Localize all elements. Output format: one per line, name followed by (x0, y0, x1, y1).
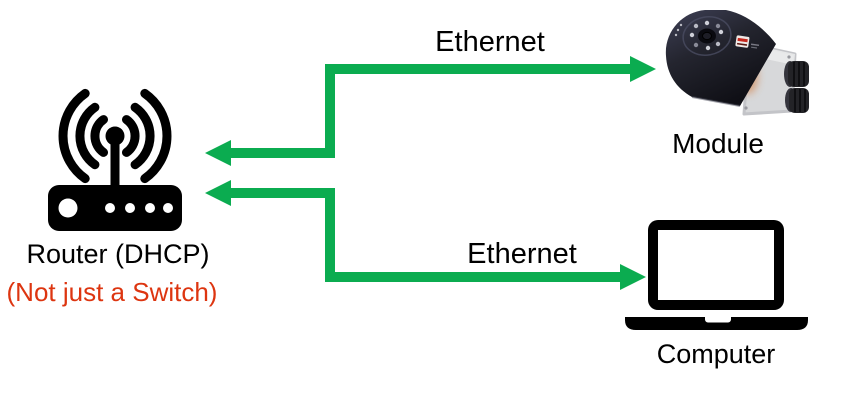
arrowhead-into-router-top (205, 140, 231, 166)
arrowhead-into-computer (620, 264, 646, 290)
module-led-ring (674, 16, 732, 56)
arrowhead-into-router-bottom (205, 180, 231, 206)
laptop-base (625, 317, 808, 330)
ethernet-connection-computer (205, 180, 646, 290)
module-brand-label (735, 35, 760, 49)
ethernet-label-top: Ethernet (435, 26, 545, 58)
antenna-knob (105, 126, 125, 146)
ethernet-connection-module (205, 56, 656, 166)
computer-label: Computer (656, 339, 776, 369)
router-body (48, 185, 182, 231)
router-label: Router (DHCP) (26, 239, 210, 269)
arrowhead-into-module (630, 56, 656, 82)
module-cable-glands (784, 61, 809, 113)
router-sublabel: (Not just a Switch) (6, 277, 218, 307)
laptop-icon (625, 220, 808, 330)
module-device-photo (665, 10, 809, 116)
wifi-signal-arcs (58, 88, 172, 184)
module-dark-body (665, 10, 776, 107)
ethernet-label-bottom: Ethernet (467, 238, 577, 270)
wifi-router-icon (48, 88, 182, 231)
laptop-screen (648, 220, 784, 310)
module-label: Module (672, 128, 764, 159)
